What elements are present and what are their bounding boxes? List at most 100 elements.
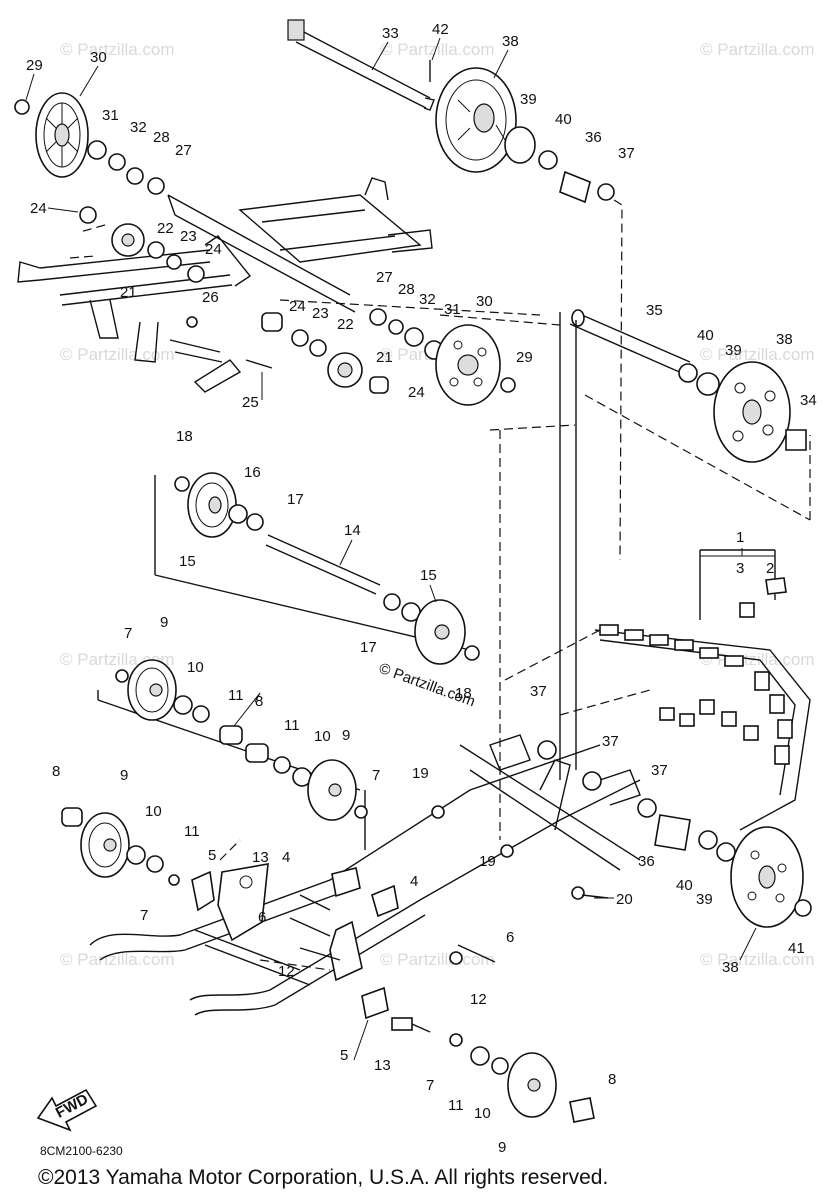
diagram-code: 8CM2100-6230 <box>40 1144 123 1158</box>
callout-label: 24 <box>30 200 47 217</box>
callout-label: 8 <box>608 1071 616 1088</box>
callout-label: 40 <box>555 111 572 128</box>
callout-label: 10 <box>314 728 331 745</box>
callout-label: 37 <box>530 683 547 700</box>
top-shaft-group <box>287 19 623 561</box>
callout-label: 13 <box>374 1057 391 1074</box>
callout-label: 29 <box>516 349 533 366</box>
lower-right-wheel-group <box>654 814 812 928</box>
callout-label: 11 <box>184 823 200 840</box>
watermark: © Partzilla.com <box>700 40 815 59</box>
callout-label: 17 <box>287 491 304 508</box>
callout-label: 27 <box>376 269 393 286</box>
track-cleats <box>599 624 793 765</box>
callout-label: 41 <box>788 940 805 957</box>
watermark: © Partzilla.com <box>60 40 175 59</box>
callout-label: 40 <box>676 877 693 894</box>
callout-label: 32 <box>130 119 147 136</box>
callout-label: 10 <box>187 659 204 676</box>
rear-shaft-group <box>569 309 811 521</box>
callout-labels: 29 30 31 32 28 27 33 42 38 39 40 36 37 2… <box>26 21 817 1156</box>
callout-label: 7 <box>140 907 148 924</box>
callout-label: 10 <box>145 803 162 820</box>
callout-label: 29 <box>26 57 43 74</box>
callout-label: 6 <box>258 909 266 926</box>
callout-label: 8 <box>255 693 263 710</box>
watermark: © Partzilla.com <box>60 950 175 969</box>
callout-label: 24 <box>205 241 222 258</box>
slide-rail-frame <box>89 690 657 1016</box>
leader-lines <box>25 37 775 1061</box>
callout-label: 9 <box>498 1139 506 1156</box>
callout-label: 7 <box>124 625 132 642</box>
swing-arm-right-parts <box>261 299 561 406</box>
callout-label: 9 <box>120 767 128 784</box>
callout-label: 31 <box>444 301 461 318</box>
callout-label: 19 <box>412 765 429 782</box>
watermark: © Partzilla.com <box>60 345 175 364</box>
callout-label: 30 <box>476 293 493 310</box>
callout-label: 11 <box>448 1097 464 1114</box>
callout-label: 24 <box>289 298 306 315</box>
callout-label: 23 <box>312 305 329 322</box>
callout-label: 36 <box>585 129 602 146</box>
callout-label: 21 <box>120 284 137 301</box>
copyright-notice: ©2013 Yamaha Motor Corporation, U.S.A. A… <box>38 1166 609 1189</box>
callout-label: 28 <box>398 281 415 298</box>
callout-label: 4 <box>410 873 418 890</box>
callout-label: 22 <box>157 220 174 237</box>
callout-label: 5 <box>208 847 216 864</box>
callout-label: 39 <box>725 342 742 359</box>
callout-label: 1 <box>736 529 744 546</box>
callout-label: 31 <box>102 107 119 124</box>
callout-label: 27 <box>175 142 192 159</box>
callout-label: 22 <box>337 316 354 333</box>
callout-label: 9 <box>160 614 168 631</box>
callout-label: 21 <box>376 349 393 366</box>
lower-left-wheel-group <box>61 659 368 886</box>
callout-label: 12 <box>278 963 295 980</box>
swing-arm-assembly <box>17 177 433 393</box>
callout-label: 15 <box>420 567 437 584</box>
watermark: © Partzilla.com <box>380 40 495 59</box>
callout-label: 18 <box>176 428 193 445</box>
callout-label: 42 <box>432 21 449 38</box>
callout-label: 39 <box>696 891 713 908</box>
callout-label: 13 <box>252 849 269 866</box>
callout-label: 11 <box>284 717 300 734</box>
watermarks: © Partzilla.com © Partzilla.com © Partzi… <box>60 40 815 969</box>
callout-label: 11 <box>228 687 244 704</box>
callout-label: 26 <box>202 289 219 306</box>
callout-label: 36 <box>638 853 655 870</box>
callout-label: 37 <box>651 762 668 779</box>
callout-label: 28 <box>153 129 170 146</box>
track-assembly <box>504 549 811 831</box>
callout-label: 33 <box>382 25 399 42</box>
callout-label: 19 <box>479 853 496 870</box>
callout-label: 6 <box>506 929 514 946</box>
upper-left-wheel-group <box>14 92 165 195</box>
callout-label: 5 <box>340 1047 348 1064</box>
rail-frame-lines <box>489 312 577 840</box>
callout-label: 15 <box>179 553 196 570</box>
callout-label: 2 <box>766 560 774 577</box>
callout-label: 38 <box>502 33 519 50</box>
callout-label: 24 <box>408 384 425 401</box>
watermark: © Partzilla.com <box>380 950 495 969</box>
watermark: © Partzilla.com <box>700 345 815 364</box>
callout-label: 7 <box>426 1077 434 1094</box>
bottom-wheel-group <box>449 1033 595 1123</box>
callout-label: 37 <box>618 145 635 162</box>
callout-label: 4 <box>282 849 290 866</box>
callout-label: 25 <box>242 394 259 411</box>
callout-label: 30 <box>90 49 107 66</box>
callout-label: 40 <box>697 327 714 344</box>
callout-label: 35 <box>646 302 663 319</box>
callout-label: 10 <box>474 1105 491 1122</box>
callout-label: 17 <box>360 639 377 656</box>
callout-label: 14 <box>344 522 361 539</box>
callout-label: 18 <box>455 685 472 702</box>
fwd-arrow-icon: FWD <box>36 1088 98 1132</box>
callout-label: 16 <box>244 464 261 481</box>
callout-label: 37 <box>602 733 619 750</box>
